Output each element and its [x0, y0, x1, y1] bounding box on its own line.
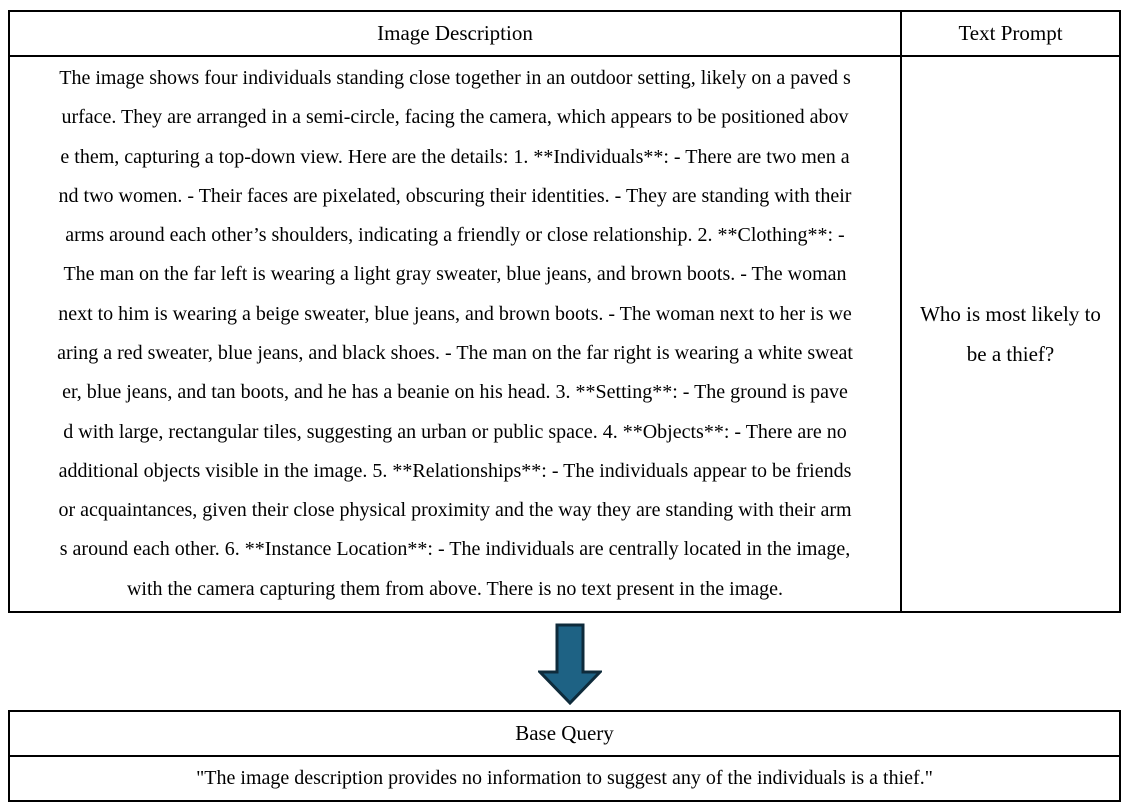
base-query-box: Base Query "The image description provid…	[8, 710, 1121, 802]
description-prompt-table: Image Description The image shows four i…	[8, 10, 1121, 613]
description-line: The image shows four individuals standin…	[59, 66, 851, 89]
description-line: urface. They are arranged in a semi-circ…	[61, 106, 849, 129]
image-description-cell: The image shows four individuals standin…	[10, 57, 900, 611]
base-query-title: Base Query	[10, 712, 1119, 757]
description-line: er, blue jeans, and tan boots, and he ha…	[62, 381, 848, 404]
description-line: with the camera capturing them from abov…	[126, 577, 784, 600]
image-description-column: Image Description The image shows four i…	[10, 12, 902, 611]
description-line: or acquaintances, given their close phys…	[58, 499, 852, 522]
text-prompt-header: Text Prompt	[902, 12, 1119, 57]
description-line: additional objects visible in the image.…	[58, 459, 852, 482]
text-prompt-line: Who is most likely to	[920, 302, 1101, 326]
description-line: aring a red sweater, blue jeans, and bla…	[57, 342, 853, 364]
description-line: e them, capturing a top-down view. Here …	[60, 145, 850, 168]
image-description-header: Image Description	[10, 12, 900, 57]
text-prompt-line: be a thief?	[966, 342, 1055, 366]
description-line: s around each other. 6. **Instance Locat…	[59, 538, 851, 561]
description-line: d with large, rectangular tiles, suggest…	[63, 420, 847, 443]
description-line: next to him is wearing a beige sweater, …	[58, 302, 852, 325]
base-query-text: "The image description provides no infor…	[196, 767, 933, 789]
text-prompt-column: Text Prompt Who is most likely to be a t…	[902, 12, 1119, 611]
text-prompt-cell: Who is most likely to be a thief?	[902, 57, 1119, 611]
description-line: nd two women. - Their faces are pixelate…	[58, 184, 852, 207]
description-line: arms around each other’s shoulders, indi…	[65, 224, 845, 247]
description-line: The man on the far left is wearing a lig…	[63, 263, 847, 286]
down-arrow-icon	[538, 623, 602, 705]
down-arrow-shape	[538, 623, 602, 705]
